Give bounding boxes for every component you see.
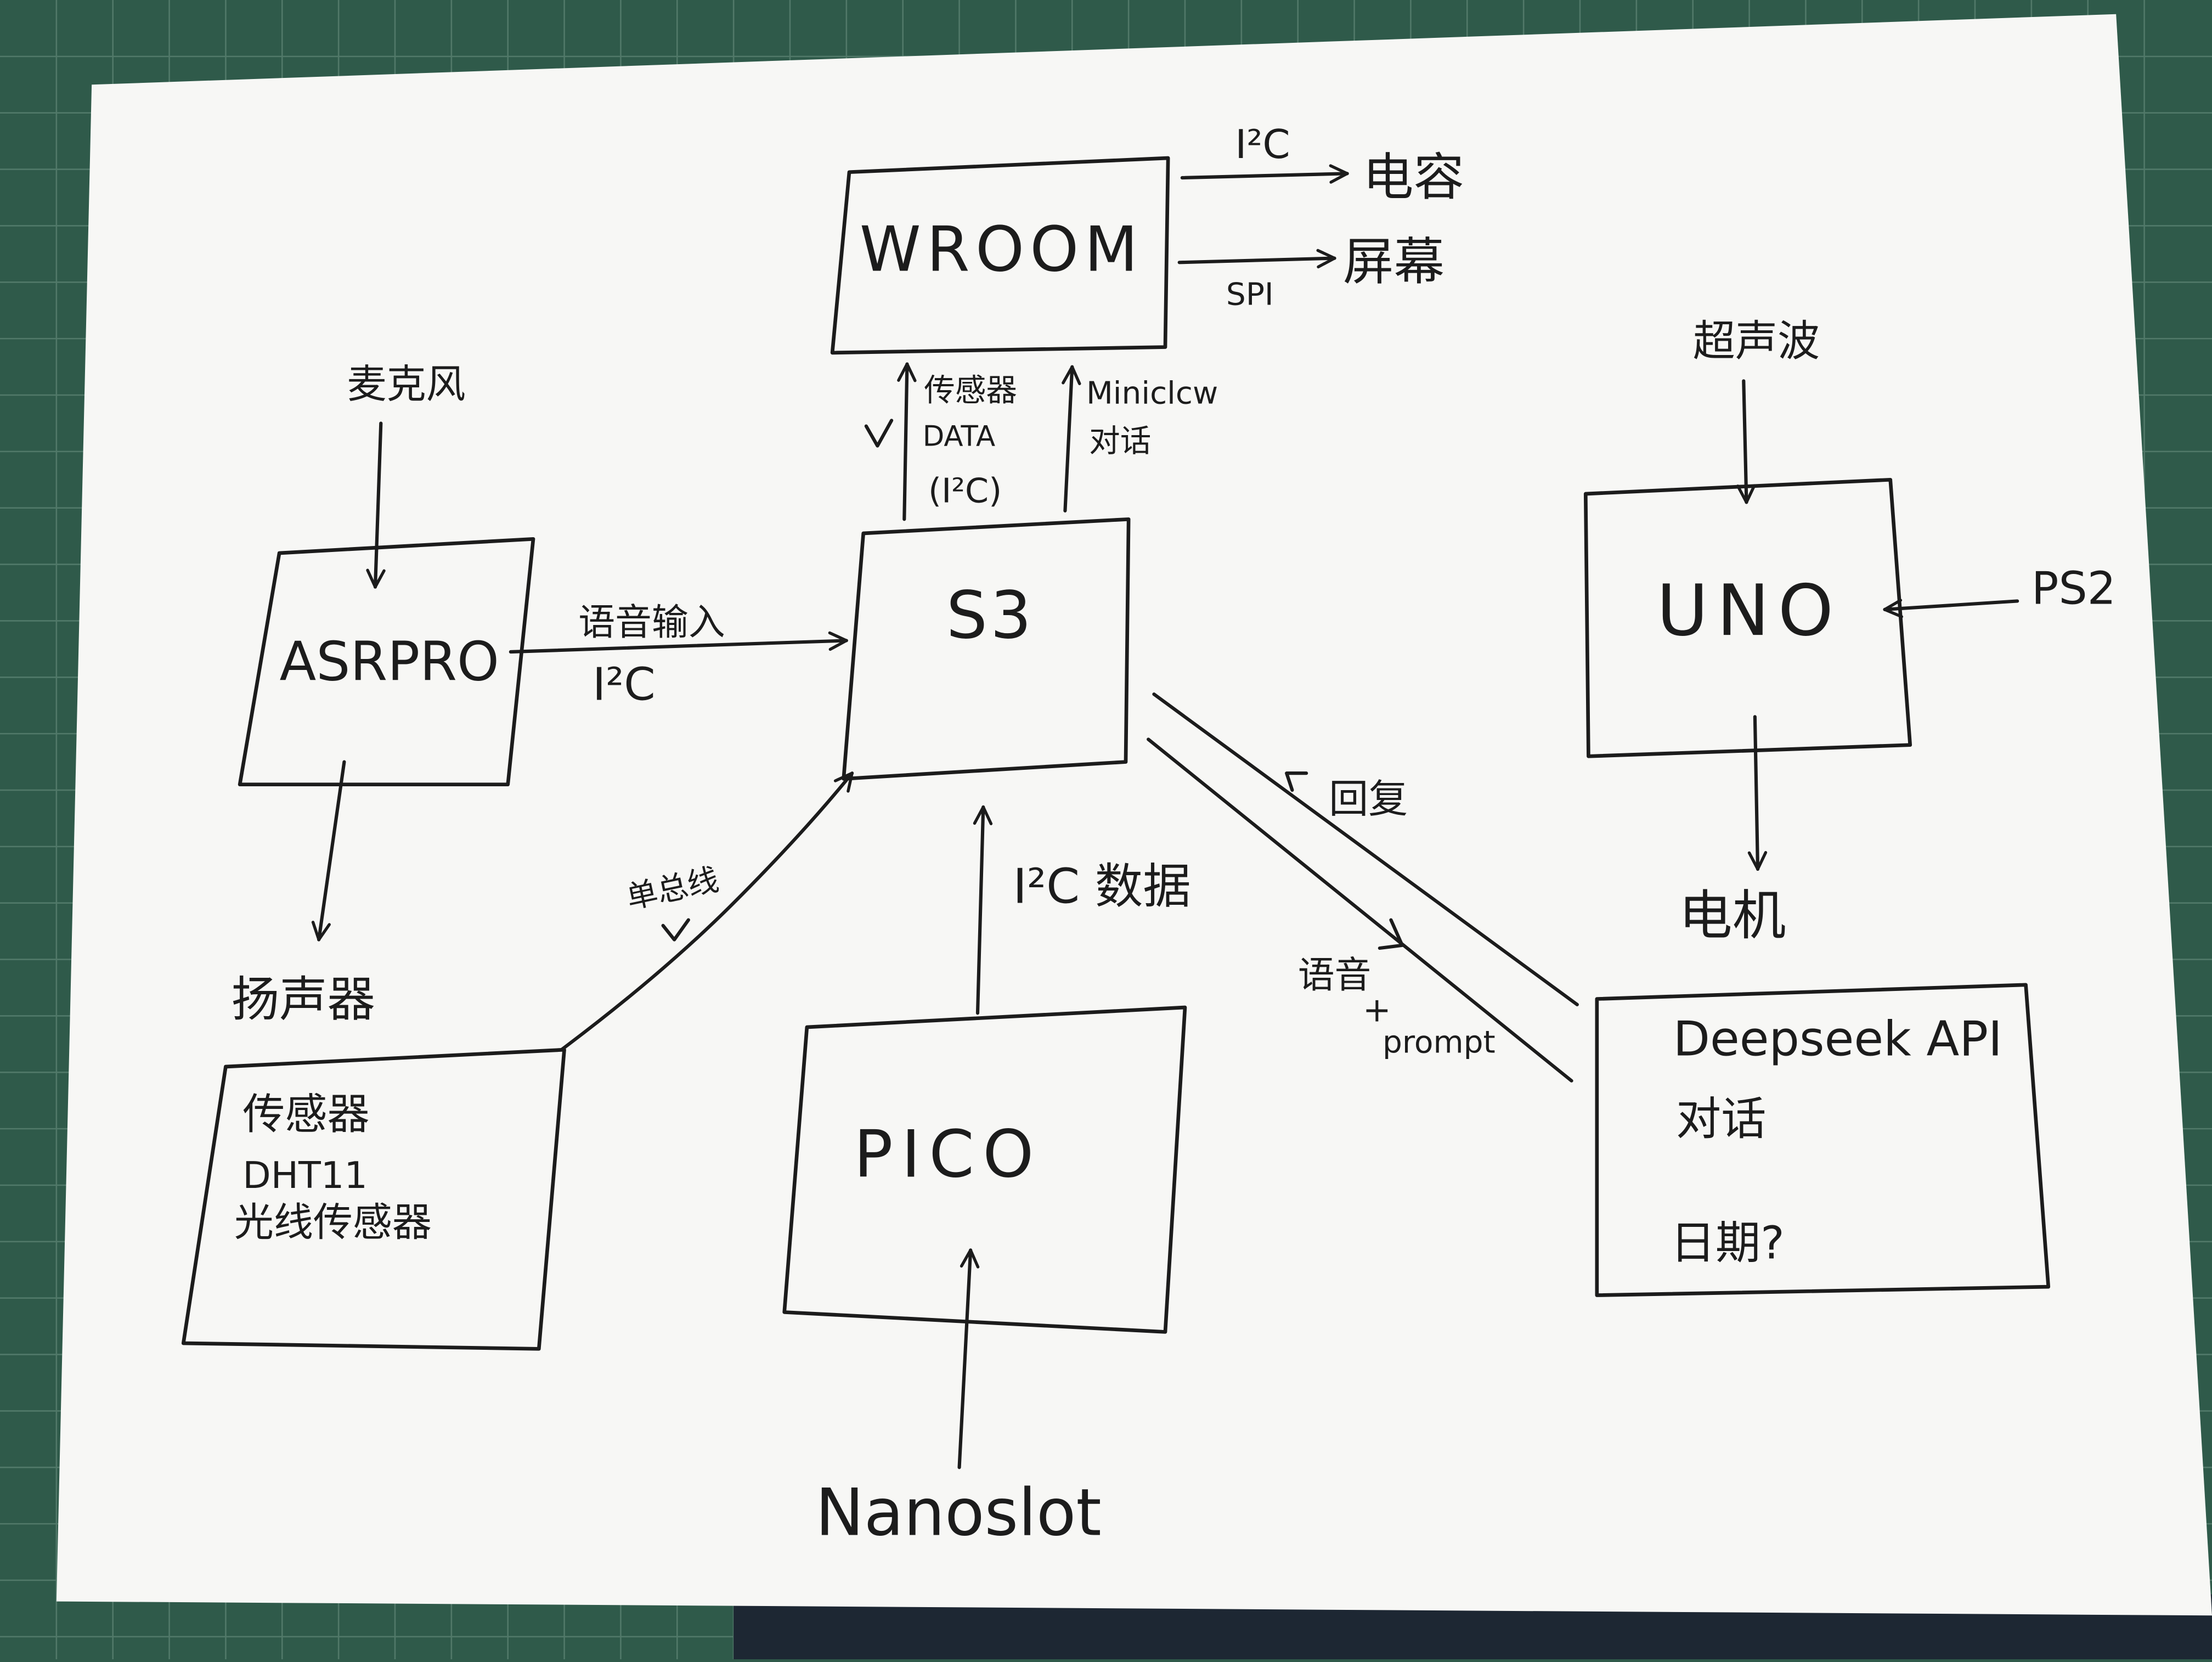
sensors-title: 传感器 bbox=[242, 1090, 369, 1139]
label-ps2: PS2 bbox=[2032, 563, 2116, 615]
line-sensors-to-s3 bbox=[560, 771, 854, 1052]
prompt-arrowhead-icon bbox=[1378, 918, 1404, 950]
label-voice-prompt-2: + bbox=[1363, 990, 1391, 1030]
pico-label: PICO bbox=[854, 1117, 1042, 1192]
arrow-s3-to-wroom-miniclaw bbox=[1062, 365, 1081, 512]
arrow-wroom-to-screen bbox=[1177, 249, 1336, 269]
arrow-asrpro-to-speaker bbox=[311, 760, 346, 942]
arrow-pico-to-s3 bbox=[973, 805, 993, 1015]
label-s3-wroom-i2c: (I²C) bbox=[928, 471, 1002, 510]
reply-arrowhead-icon bbox=[1285, 771, 1308, 792]
label-miniclaw: Miniclcw bbox=[1086, 375, 1218, 411]
wroom-box bbox=[830, 156, 1170, 355]
label-motor: 电机 bbox=[1679, 884, 1786, 947]
arrow-microphone-to-asrpro bbox=[366, 421, 386, 589]
label-voice-prompt-1: 语音 bbox=[1298, 954, 1372, 996]
label-microphone: 麦克风 bbox=[347, 361, 466, 407]
label-voice-prompt-3: prompt bbox=[1383, 1024, 1496, 1060]
arrow-asrpro-to-s3 bbox=[509, 631, 848, 654]
deepseek-title: Deepseek API bbox=[1673, 1011, 2002, 1067]
label-s3-wroom-sensor: 传感器 bbox=[924, 372, 1017, 408]
pico-box bbox=[782, 1005, 1187, 1334]
label-asr-i2c: I²C bbox=[592, 658, 656, 711]
uno-label: UNO bbox=[1657, 570, 1842, 652]
arrow-s3-to-wroom-sensor-data bbox=[897, 362, 917, 521]
sensors-line-light: 光线传感器 bbox=[234, 1199, 432, 1246]
arrow-ps2-to-uno bbox=[1883, 599, 2019, 618]
label-capacitor: 电容 bbox=[1363, 148, 1464, 207]
checkmark-icon bbox=[864, 419, 894, 448]
label-voice-input: 语音输入 bbox=[578, 601, 725, 644]
deepseek-line-dialog: 对话 bbox=[1676, 1093, 1767, 1145]
arrow-wroom-to-capacitor bbox=[1180, 164, 1349, 184]
checkmark-small-icon bbox=[661, 918, 690, 942]
uno-box bbox=[1583, 477, 1912, 758]
label-nanoslot: Nanoslot bbox=[815, 1475, 1101, 1551]
s3-box bbox=[842, 517, 1131, 781]
sensors-line-dht11: DHT11 bbox=[242, 1154, 368, 1197]
wroom-label: WROOM bbox=[860, 213, 1144, 286]
label-screen: 屏幕 bbox=[1343, 232, 1444, 291]
label-speaker: 扬声器 bbox=[232, 971, 375, 1027]
arrow-ultrasonic-to-uno bbox=[1736, 379, 1756, 504]
arrow-uno-to-motor bbox=[1747, 715, 1768, 871]
arrow-nanoslot-to-pico bbox=[957, 1248, 980, 1469]
asrpro-box bbox=[238, 537, 535, 787]
deepseek-line-date: 日期? bbox=[1671, 1218, 1785, 1270]
label-miniclaw-dialog: 对话 bbox=[1089, 423, 1151, 459]
sensors-box bbox=[181, 1047, 566, 1351]
label-pico-i2c-data: I²C 数据 bbox=[1013, 859, 1190, 915]
s3-label: S3 bbox=[946, 577, 1035, 653]
deepseek-box bbox=[1595, 983, 2051, 1297]
label-ultrasonic: 超声波 bbox=[1693, 317, 1820, 366]
line-deepseek-reply bbox=[1152, 692, 1579, 1006]
paper-sheet bbox=[56, 14, 2212, 1616]
label-s3-wroom-data: DATA bbox=[923, 420, 995, 453]
label-reply: 回复 bbox=[1329, 776, 1408, 822]
label-wroom-spi: SPI bbox=[1226, 276, 1274, 312]
line-s3-to-deepseek bbox=[1147, 737, 1573, 1083]
asrpro-label: ASRPRO bbox=[279, 630, 499, 693]
label-wroom-i2c: I²C bbox=[1235, 121, 1290, 167]
